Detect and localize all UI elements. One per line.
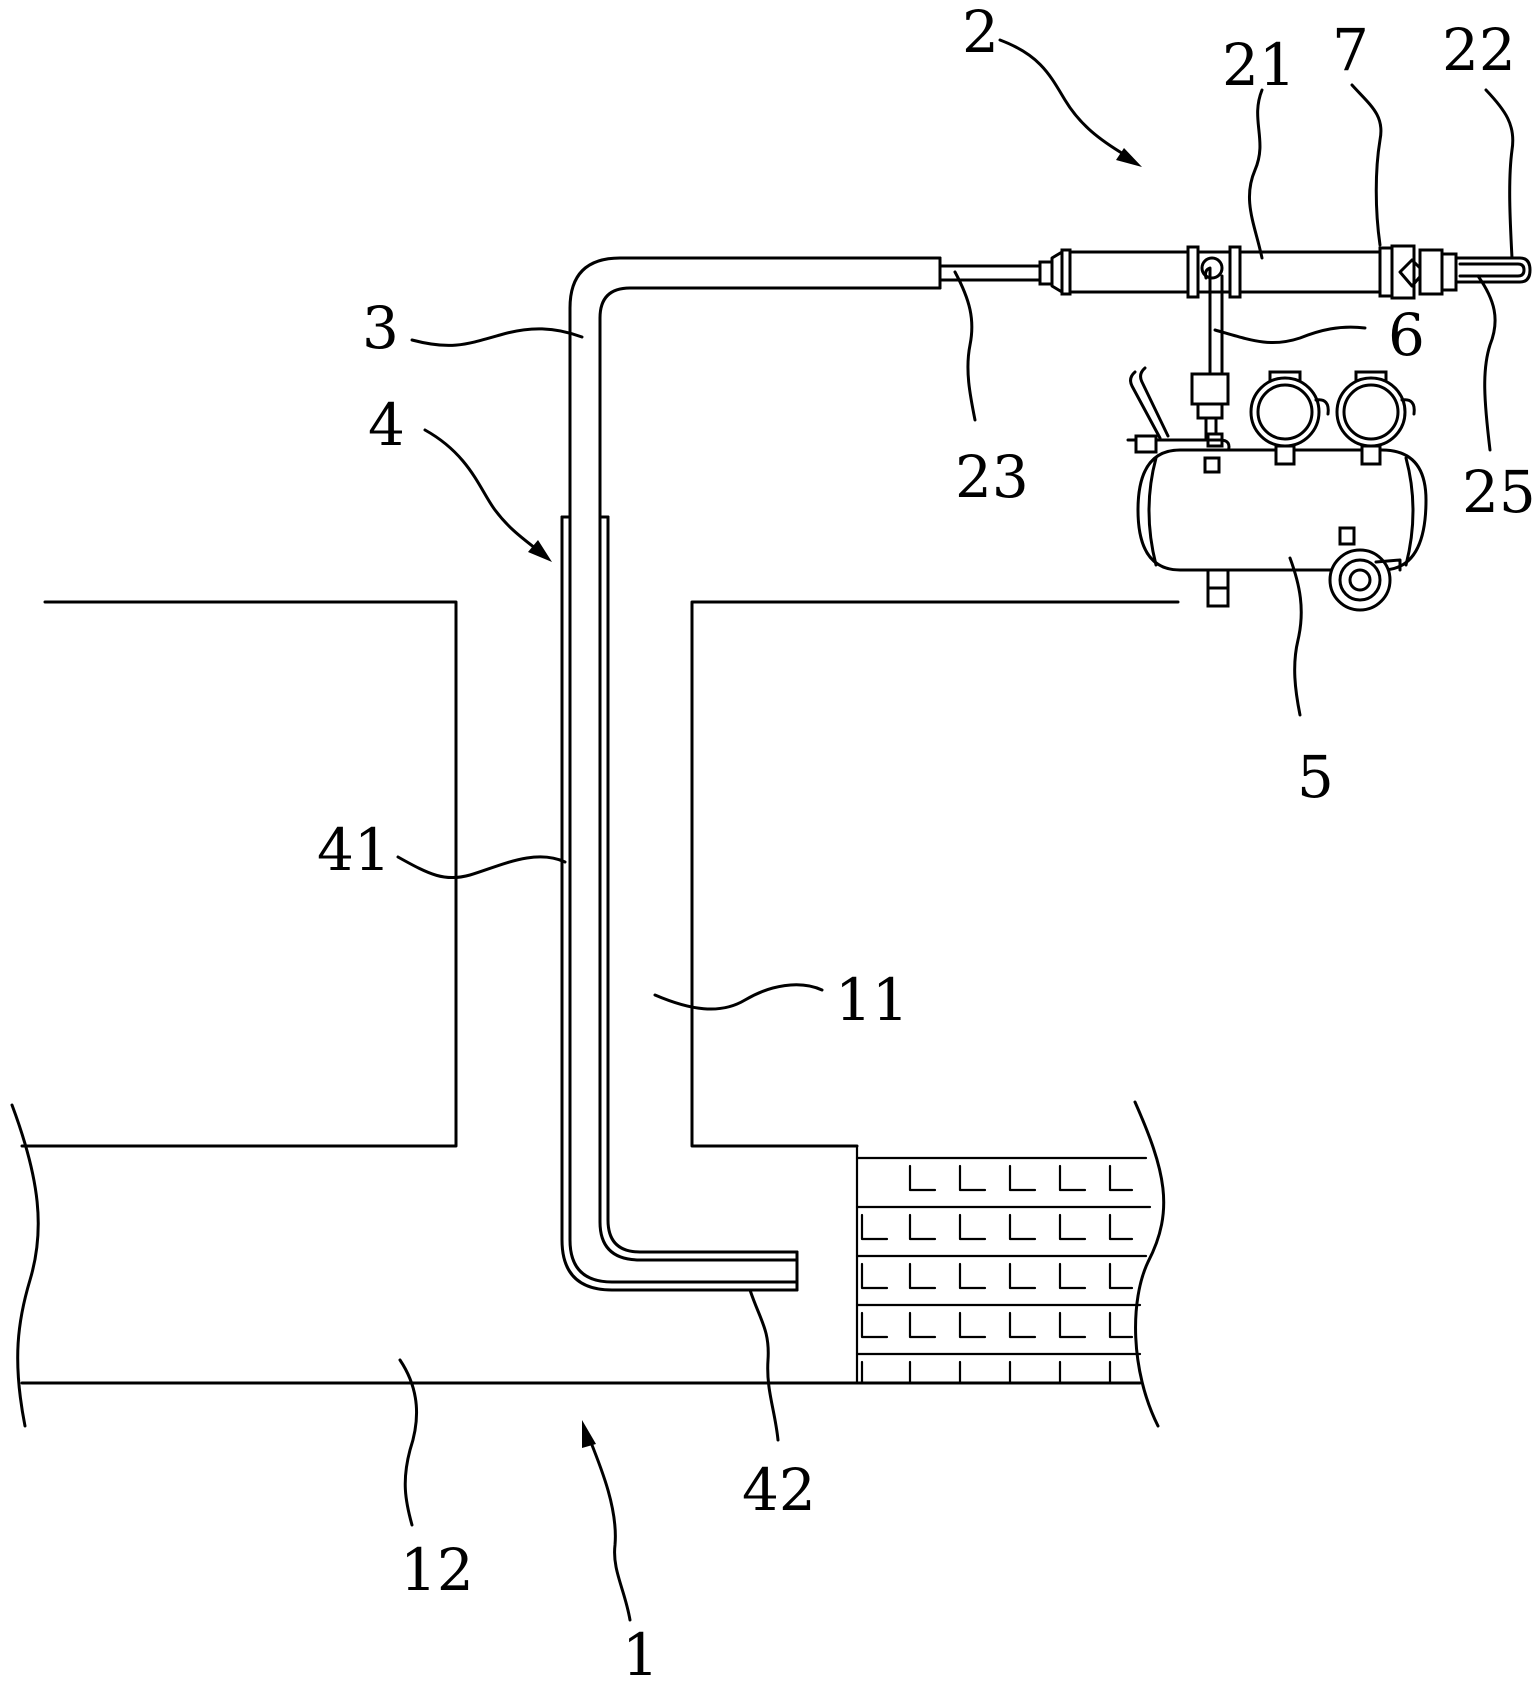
label-25: 25 [1462, 458, 1534, 526]
label-12: 12 [400, 1536, 474, 1604]
label-6: 6 [1388, 301, 1425, 369]
main-pipe [568, 256, 942, 519]
barrel [1068, 250, 1387, 294]
main-pipe-outer [568, 256, 942, 519]
spray-device [938, 244, 1532, 300]
label-2: 2 [962, 0, 999, 66]
main-pipe-inner [598, 286, 942, 519]
left-break-line [10, 1103, 40, 1428]
leader-lines [396, 38, 1515, 1622]
right-break-line [1133, 1100, 1166, 1428]
label-11: 11 [835, 966, 909, 1034]
label-5: 5 [1297, 743, 1334, 811]
casing-pipe-inner-line [568, 515, 799, 1284]
label-4: 4 [368, 391, 405, 459]
label-23: 23 [955, 443, 1029, 511]
casing-pipe-right-inner [598, 515, 799, 1262]
tank [1136, 448, 1428, 572]
label-1: 1 [622, 1621, 659, 1679]
label-42: 42 [742, 1456, 816, 1524]
casing-pipe-outer [560, 515, 799, 1292]
label-3: 3 [362, 294, 399, 362]
right-soil-block [690, 600, 1180, 1148]
casing-pipe [560, 515, 799, 1292]
air-compressor [1126, 366, 1428, 612]
labels: 2 21 7 22 3 6 4 23 25 5 41 11 42 12 1 [317, 0, 1534, 1684]
label-41: 41 [317, 816, 391, 884]
label-22: 22 [1442, 16, 1516, 84]
left-soil-block [20, 600, 458, 1148]
label-21: 21 [1222, 31, 1296, 99]
casing-pipe-right-outer [606, 515, 799, 1254]
hatched-region [855, 1144, 1152, 1385]
hose [1204, 266, 1224, 374]
label-7: 7 [1332, 16, 1369, 84]
ground-structure [10, 600, 1180, 1428]
